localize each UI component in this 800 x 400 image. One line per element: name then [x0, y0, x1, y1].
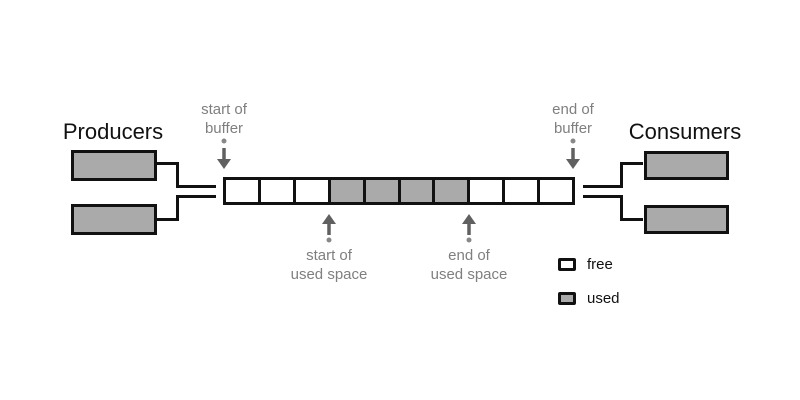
legend-item-free: free [558, 256, 620, 273]
buffer-cell-10-free [540, 180, 573, 202]
consumer-box-1 [644, 151, 729, 180]
legend-item-used: used [558, 290, 620, 307]
start-of-used-space-arrow-icon [322, 214, 336, 243]
consumer-box-2 [644, 205, 729, 234]
buffer-cell-8-free [470, 180, 506, 202]
start-of-buffer-label: start of buffer [201, 101, 247, 137]
buffer-cell-7-used [435, 180, 471, 202]
used-swatch-icon [558, 292, 576, 305]
buffer-cell-6-used [400, 180, 436, 202]
buffer-cell-2-free [260, 180, 296, 202]
start-of-used-space-label: start of used space [290, 247, 368, 283]
buffer-cell-1-free [226, 180, 261, 202]
right-fork-top-line [583, 162, 643, 188]
end-of-used-space-arrow-icon [462, 214, 476, 243]
end-of-used-space-label: end of used space [430, 247, 508, 283]
legend: free used [558, 256, 620, 307]
legend-free-label: free [587, 256, 613, 273]
free-swatch-icon [558, 258, 576, 271]
buffer-cell-4-used [330, 180, 366, 202]
start-of-buffer-arrow-icon [217, 138, 231, 169]
producer-box-1 [71, 150, 157, 181]
end-of-buffer-arrow-icon [566, 138, 580, 169]
buffer [223, 177, 575, 205]
right-fork-bottom-line [583, 195, 643, 221]
consumers-title: Consumers [628, 119, 742, 144]
producer-box-2 [71, 204, 157, 235]
buffer-cell-3-free [295, 180, 331, 202]
buffer-cell-9-free [505, 180, 541, 202]
left-fork-bottom-line [157, 195, 216, 221]
legend-used-label: used [587, 290, 620, 307]
buffer-cell-5-used [365, 180, 401, 202]
left-fork-top-line [157, 162, 216, 188]
producers-title: Producers [62, 119, 164, 144]
end-of-buffer-label: end of buffer [552, 101, 594, 137]
